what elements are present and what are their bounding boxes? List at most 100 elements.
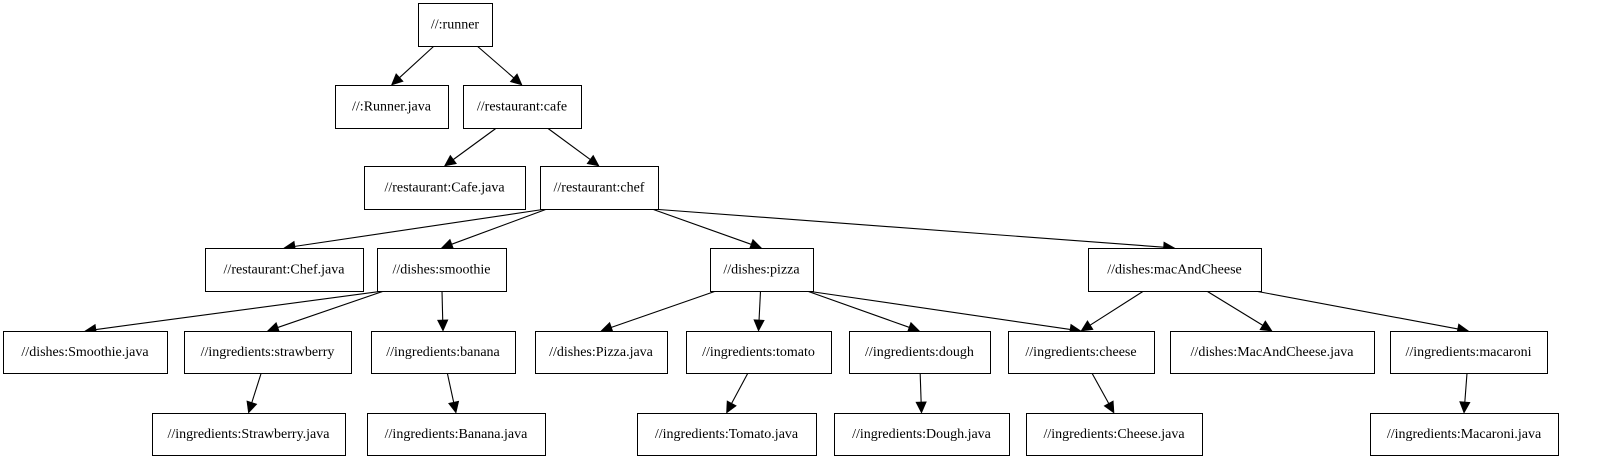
edge-smoothie-to-smoothie_java	[95, 290, 384, 331]
node-label-macaroni: //ingredients:macaroni	[1406, 345, 1532, 360]
edge-arrowhead-runner-to-cafe	[509, 73, 523, 86]
node-label-cheese_java: //ingredients:Cheese.java	[1043, 427, 1185, 442]
edge-smoothie-to-banana	[441, 290, 444, 321]
node-runner[interactable]: //:runner	[418, 3, 493, 47]
node-label-smoothie_java: //dishes:Smoothie.java	[21, 345, 149, 360]
node-runner_java[interactable]: //:Runner.java	[335, 85, 449, 129]
node-banana_java[interactable]: //ingredients:Banana.java	[367, 413, 546, 456]
node-label-chef: //restaurant:chef	[554, 181, 645, 196]
node-tomato_java[interactable]: //ingredients:Tomato.java	[637, 413, 817, 456]
node-strawberry_java[interactable]: //ingredients:Strawberry.java	[152, 413, 346, 456]
edge-arrowhead-macandcheese-to-cheese	[1080, 320, 1094, 332]
node-label-smoothie: //dishes:smoothie	[393, 263, 491, 278]
node-box-runner[interactable]	[418, 3, 493, 47]
edge-macandcheese-to-cheese	[1089, 290, 1144, 326]
node-box-macandcheese[interactable]	[1088, 248, 1262, 292]
edge-strawberry-to-strawberry_java	[251, 372, 262, 403]
edge-tomato-to-tomato_java	[731, 372, 749, 404]
edge-arrowhead-macandcheese-to-macandcheese_java	[1259, 320, 1273, 332]
edge-pizza-to-cheese	[806, 290, 1071, 330]
node-pizza_java[interactable]: //dishes:Pizza.java	[535, 331, 668, 374]
node-pizza[interactable]: //dishes:pizza	[710, 248, 814, 292]
edge-chef-to-chef_java	[294, 208, 547, 247]
edge-arrowhead-runner-to-runner_java	[390, 73, 404, 86]
node-box-chef_java[interactable]	[205, 248, 364, 292]
node-smoothie[interactable]: //dishes:smoothie	[377, 248, 507, 292]
node-label-pizza_java: //dishes:Pizza.java	[549, 345, 654, 360]
node-label-runner_java: //:Runner.java	[352, 100, 432, 115]
node-box-cafe_java[interactable]	[364, 166, 526, 210]
node-box-pizza_java[interactable]	[535, 331, 668, 374]
node-label-pizza: //dishes:pizza	[723, 263, 800, 278]
node-box-macandcheese_java[interactable]	[1170, 331, 1375, 374]
edge-arrowhead-dough-to-dough_java	[915, 401, 927, 414]
node-cheese[interactable]: //ingredients:cheese	[1008, 331, 1155, 374]
edge-arrowhead-pizza-to-pizza_java	[600, 321, 614, 333]
node-label-macaroni_java: //ingredients:Macaroni.java	[1387, 427, 1542, 442]
node-dough[interactable]: //ingredients:dough	[849, 331, 991, 374]
edge-arrowhead-macaroni-to-macaroni_java	[1459, 401, 1471, 414]
edge-arrowhead-chef-to-pizza	[748, 238, 763, 250]
node-box-tomato_java[interactable]	[637, 413, 817, 456]
edge-pizza-to-tomato	[758, 290, 762, 321]
edge-arrowhead-cheese-to-cheese_java	[1103, 400, 1115, 414]
edge-smoothie-to-strawberry	[277, 290, 385, 328]
node-box-macaroni_java[interactable]	[1370, 413, 1559, 456]
node-box-tomato[interactable]	[686, 331, 832, 374]
node-smoothie_java[interactable]: //dishes:Smoothie.java	[3, 331, 168, 374]
node-label-cheese: //ingredients:cheese	[1025, 345, 1136, 360]
edge-cafe-to-cafe_java	[453, 127, 497, 160]
edge-arrowhead-banana-to-banana_java	[448, 400, 460, 414]
node-box-cheese_java[interactable]	[1026, 413, 1203, 456]
node-box-smoothie[interactable]	[377, 248, 507, 292]
node-macaroni[interactable]: //ingredients:macaroni	[1390, 331, 1548, 374]
edge-runner-to-runner_java	[399, 45, 435, 78]
node-dough_java[interactable]: //ingredients:Dough.java	[834, 413, 1010, 456]
node-macandcheese[interactable]: //dishes:macAndCheese	[1088, 248, 1262, 292]
node-chef[interactable]: //restaurant:chef	[540, 166, 659, 210]
node-chef_java[interactable]: //restaurant:Chef.java	[205, 248, 364, 292]
node-box-strawberry[interactable]	[184, 331, 352, 374]
node-cafe[interactable]: //restaurant:cafe	[463, 85, 582, 129]
node-macaroni_java[interactable]: //ingredients:Macaroni.java	[1370, 413, 1559, 456]
node-label-tomato: //ingredients:tomato	[702, 345, 815, 360]
edge-macandcheese-to-macandcheese_java	[1206, 290, 1263, 326]
node-label-runner: //:runner	[431, 18, 480, 33]
node-box-smoothie_java[interactable]	[3, 331, 168, 374]
node-label-dough_java: //ingredients:Dough.java	[852, 427, 992, 442]
node-box-runner_java[interactable]	[335, 85, 449, 129]
node-box-dough[interactable]	[849, 331, 991, 374]
node-box-pizza[interactable]	[710, 248, 814, 292]
node-banana[interactable]: //ingredients:banana	[371, 331, 516, 374]
node-box-macaroni[interactable]	[1390, 331, 1548, 374]
node-box-dough_java[interactable]	[834, 413, 1010, 456]
node-box-banana_java[interactable]	[367, 413, 546, 456]
node-box-cheese[interactable]	[1008, 331, 1155, 374]
edge-arrowhead-pizza-to-tomato	[753, 319, 765, 332]
edge-banana-to-banana_java	[446, 372, 455, 403]
edge-cheese-to-cheese_java	[1091, 372, 1110, 404]
edge-arrowhead-smoothie-to-strawberry	[266, 321, 281, 333]
edge-runner-to-cafe	[476, 45, 515, 79]
edge-arrowhead-cafe-to-cafe_java	[443, 154, 457, 167]
node-label-strawberry: //ingredients:strawberry	[201, 345, 335, 360]
node-box-strawberry_java[interactable]	[152, 413, 346, 456]
node-macandcheese_java[interactable]: //dishes:MacAndCheese.java	[1170, 331, 1375, 374]
node-box-chef[interactable]	[540, 166, 659, 210]
node-box-cafe[interactable]	[463, 85, 582, 129]
edge-chef-to-smoothie	[451, 208, 548, 245]
node-strawberry[interactable]: //ingredients:strawberry	[184, 331, 352, 374]
nodes-layer: //:runner //:Runner.java //restaurant:cafe…	[3, 3, 1559, 456]
edge-cafe-to-chef	[547, 127, 591, 160]
node-cheese_java[interactable]: //ingredients:Cheese.java	[1026, 413, 1203, 456]
node-box-banana[interactable]	[371, 331, 516, 374]
edge-macandcheese-to-macaroni	[1254, 290, 1458, 330]
edge-chef-to-macandcheese	[651, 208, 1164, 248]
node-cafe_java[interactable]: //restaurant:Cafe.java	[364, 166, 526, 210]
node-tomato[interactable]: //ingredients:tomato	[686, 331, 832, 374]
node-label-cafe_java: //restaurant:Cafe.java	[384, 181, 505, 196]
node-label-tomato_java: //ingredients:Tomato.java	[655, 427, 799, 442]
node-label-banana_java: //ingredients:Banana.java	[385, 427, 528, 442]
node-label-macandcheese: //dishes:macAndCheese	[1107, 263, 1242, 278]
